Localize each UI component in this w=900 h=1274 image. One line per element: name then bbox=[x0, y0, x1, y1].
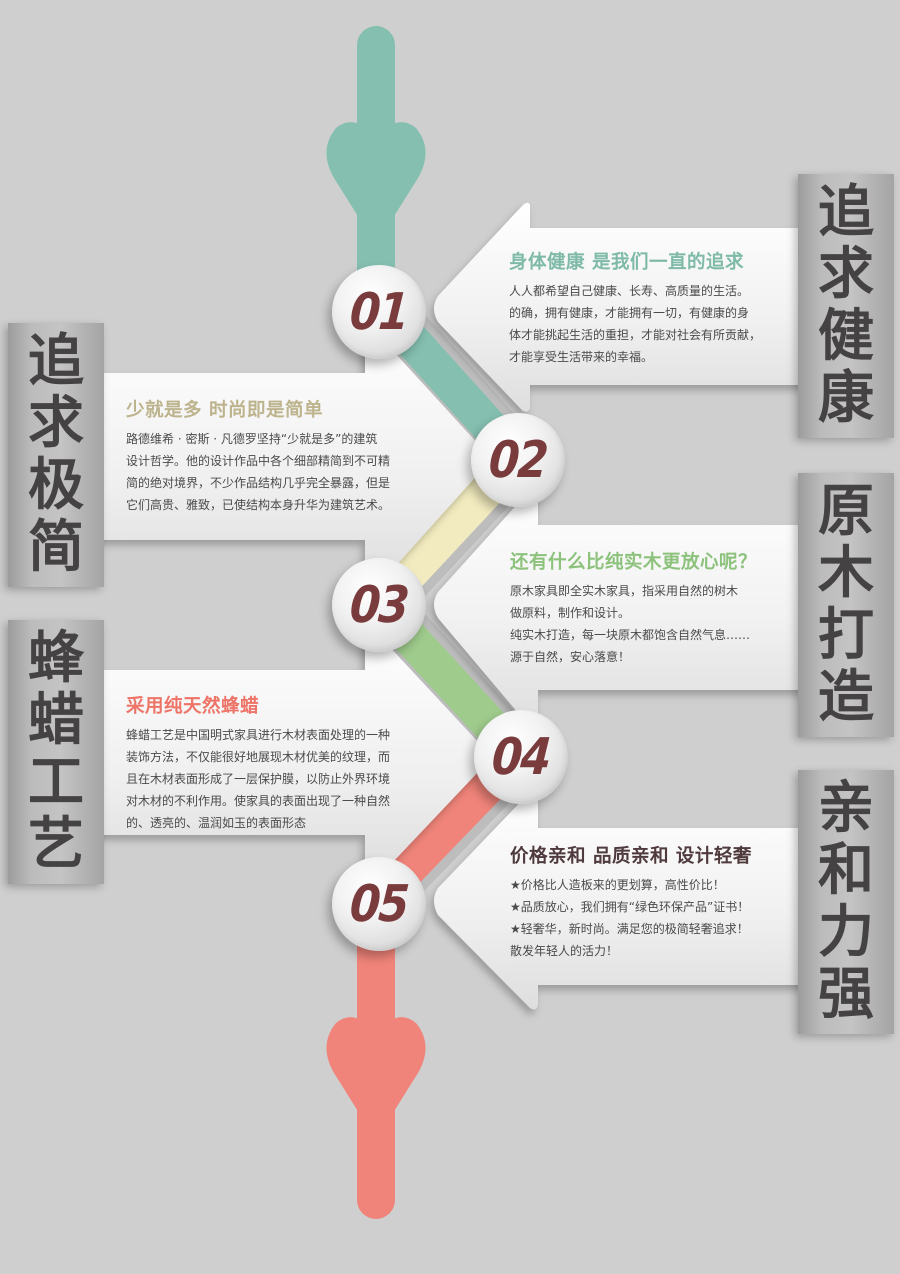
card-title: 采用纯天然蜂蜡 bbox=[126, 696, 260, 717]
panel-char: 木 bbox=[818, 541, 874, 606]
step-circle-03: 03 bbox=[332, 558, 426, 652]
card-line: 的、透亮的、温润如玉的表面形态 bbox=[126, 816, 307, 830]
panel-char: 艺 bbox=[28, 812, 84, 877]
panel-char: 和 bbox=[818, 838, 874, 903]
card-affinity: 价格亲和 品质亲和 设计轻奢 ★价格比人造板来的更划算，高性价比！ ★品质放心，… bbox=[510, 842, 752, 962]
step-circle-01: 01 bbox=[332, 265, 426, 359]
card-line: ★价格比人造板来的更划算，高性价比！ bbox=[510, 878, 725, 892]
card-line: ★品质放心，我们拥有“绿色环保产品”证书！ bbox=[510, 900, 750, 914]
card-title: 价格亲和 品质亲和 设计轻奢 bbox=[510, 846, 752, 867]
card-line: 纯实木打造，每一块原木都饱含自然气息…… bbox=[510, 628, 751, 642]
panel-char: 造 bbox=[818, 665, 874, 730]
card-body: 原木家具即全实木家具，指采用自然的树木 做原料，制作和设计。 纯实木打造，每一块… bbox=[510, 580, 757, 668]
card-line: 人人都希望自己健康、长寿、高质量的生活。 bbox=[509, 284, 750, 298]
panel-char: 简 bbox=[28, 515, 84, 580]
panel-char: 健 bbox=[818, 304, 874, 369]
card-title: 少就是多 时尚即是简单 bbox=[126, 400, 323, 421]
step-number: 03 bbox=[348, 575, 410, 635]
card-line: 简的绝对境界，不少作品结构几乎完全暴露，但是 bbox=[126, 476, 391, 490]
side-panel-wax: 蜂 蜡 工 艺 bbox=[8, 620, 104, 884]
card-body: ★价格比人造板来的更划算，高性价比！ ★品质放心，我们拥有“绿色环保产品”证书！… bbox=[510, 874, 752, 962]
panel-char: 蜂 bbox=[28, 626, 84, 691]
panel-char: 蜡 bbox=[28, 688, 84, 753]
side-panel-affinity: 亲 和 力 强 bbox=[798, 770, 894, 1034]
card-line: 路德维希 · 密斯 · 凡德罗坚持“少就是多”的建筑 bbox=[126, 432, 378, 446]
panel-char: 工 bbox=[28, 750, 84, 815]
card-line: ★轻奢华，新时尚。满足您的极简轻奢追求！ bbox=[510, 922, 749, 936]
step-number: 04 bbox=[490, 727, 552, 787]
card-minimal-shape bbox=[95, 327, 484, 592]
panel-char: 亲 bbox=[818, 776, 874, 841]
card-title: 还有什么比纯实木更放心呢？ bbox=[510, 552, 758, 573]
card-minimal: 少就是多 时尚即是简单 路德维希 · 密斯 · 凡德罗坚持“少就是多”的建筑 设… bbox=[126, 396, 390, 516]
panel-char: 极 bbox=[28, 453, 84, 518]
card-line: 的确，拥有健康，才能拥有一切，有健康的身 bbox=[509, 306, 750, 320]
step-circle-04: 04 bbox=[474, 710, 568, 804]
card-line: 体才能挑起生活的重担，才能对社会有所贡献， bbox=[509, 328, 762, 342]
card-line: 源于自然，安心落意！ bbox=[510, 650, 631, 664]
card-line: 蜂蜡工艺是中国明式家具进行木材表面处理的一种 bbox=[126, 728, 391, 742]
card-line: 且在木材表面形成了一层保护膜，以防止外界环境 bbox=[126, 772, 391, 786]
side-panel-health: 追 求 健 康 bbox=[798, 174, 894, 438]
card-health-shape bbox=[434, 202, 810, 412]
card-line: 做原料，制作和设计。 bbox=[510, 606, 631, 620]
card-body: 蜂蜡工艺是中国明式家具进行木材表面处理的一种 装饰方法，不仅能很好地展现木材优美… bbox=[126, 724, 390, 834]
card-affinity-shape bbox=[434, 788, 810, 1010]
panel-char: 强 bbox=[818, 962, 874, 1027]
card-body: 人人都希望自己健康、长寿、高质量的生活。 的确，拥有健康，才能拥有一切，有健康的… bbox=[509, 280, 761, 368]
panel-char: 求 bbox=[28, 391, 84, 456]
step-number: 05 bbox=[348, 874, 410, 934]
panel-char: 求 bbox=[818, 242, 874, 307]
card-wood: 还有什么比纯实木更放心呢？ 原木家具即全实木家具，指采用自然的树木 做原料，制作… bbox=[510, 548, 757, 668]
card-line: 原木家具即全实木家具，指采用自然的树木 bbox=[510, 584, 739, 598]
panel-char: 康 bbox=[818, 366, 874, 431]
step-circle-02: 02 bbox=[471, 413, 565, 507]
side-panel-minimal: 追 求 极 简 bbox=[8, 323, 104, 587]
panel-char: 原 bbox=[818, 479, 874, 544]
card-body: 路德维希 · 密斯 · 凡德罗坚持“少就是多”的建筑 设计哲学。他的设计作品中各… bbox=[126, 428, 390, 516]
card-line: 装饰方法，不仅能很好地展现木材优美的纹理，而 bbox=[126, 750, 391, 764]
panel-char: 打 bbox=[818, 603, 874, 668]
card-line: 才能享受生活带来的幸福。 bbox=[509, 350, 654, 364]
card-wood-shape bbox=[434, 486, 810, 729]
card-title: 身体健康 是我们一直的追求 bbox=[509, 252, 744, 273]
card-wax-shape bbox=[95, 627, 484, 884]
card-health: 身体健康 是我们一直的追求 人人都希望自己健康、长寿、高质量的生活。 的确，拥有… bbox=[509, 248, 761, 368]
card-line: 对木材的不利作用。使家具的表面出现了一种自然 bbox=[126, 794, 391, 808]
panel-char: 追 bbox=[818, 180, 874, 245]
panel-char: 追 bbox=[28, 329, 84, 394]
arrow-down-icon bbox=[326, 26, 426, 319]
card-line: 它们高贵、雅致，已使结构本身升华为建筑艺术。 bbox=[126, 498, 391, 512]
side-panel-wood: 原 木 打 造 bbox=[798, 473, 894, 737]
step-number: 02 bbox=[487, 430, 549, 490]
card-line: 设计哲学。他的设计作品中各个细部精简到不可精 bbox=[126, 454, 391, 468]
card-wax: 采用纯天然蜂蜡 蜂蜡工艺是中国明式家具进行木材表面处理的一种 装饰方法，不仅能很… bbox=[126, 692, 390, 834]
step-number: 01 bbox=[348, 282, 410, 342]
card-line: 散发年轻人的活力！ bbox=[510, 944, 619, 958]
panel-char: 力 bbox=[818, 900, 874, 965]
step-circle-05: 05 bbox=[332, 857, 426, 951]
